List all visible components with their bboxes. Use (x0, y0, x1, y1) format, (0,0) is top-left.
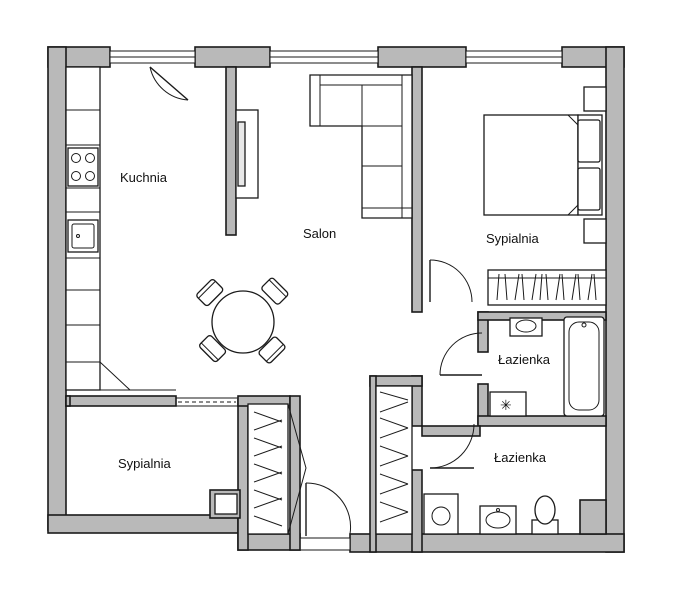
interior-walls (65, 66, 607, 553)
room-labels: Kuchnia Salon Sypialnia Łazienka Łazienk… (118, 170, 551, 471)
label-bedroom-right: Sypialnia (486, 231, 540, 246)
label-bedroom-left: Sypialnia (118, 456, 172, 471)
bedroom-right-furniture (483, 86, 607, 306)
salon-furniture (235, 74, 413, 219)
label-bathroom-lower: Łazienka (494, 450, 547, 465)
bathroom-upper-fixtures (489, 316, 605, 417)
heater-icon: ✳ (500, 398, 512, 414)
hallway-wardrobes (247, 385, 413, 535)
dining-table (196, 277, 289, 364)
label-kitchen: Kuchnia (120, 170, 168, 185)
windows (109, 50, 563, 551)
label-bathroom-upper: Łazienka (498, 352, 551, 367)
bathroom-lower-fixtures (423, 493, 559, 535)
kitchen-furniture (65, 66, 101, 391)
label-salon: Salon (303, 226, 336, 241)
doors (99, 66, 483, 536)
